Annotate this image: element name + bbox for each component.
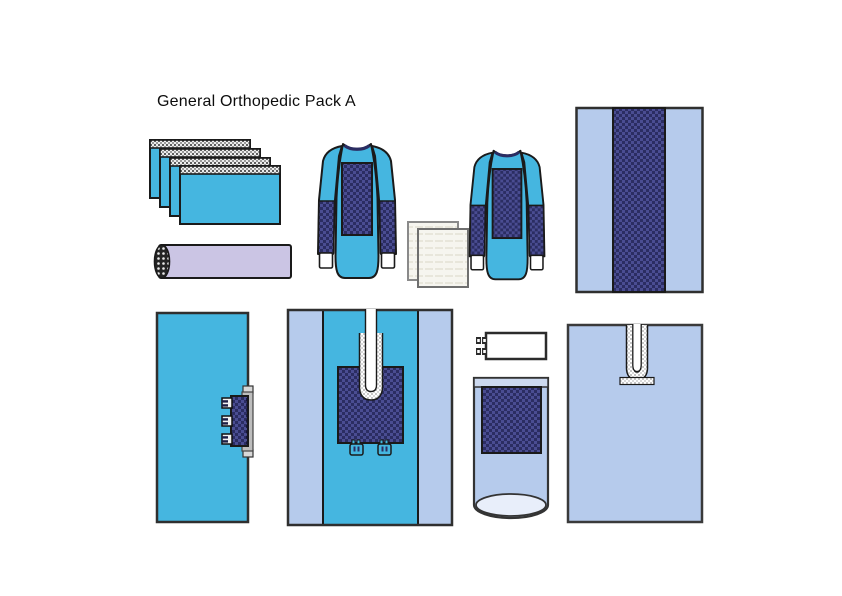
tape-clip	[476, 348, 487, 355]
hand-towel-sheet	[417, 228, 469, 288]
tape-crossbar	[619, 376, 655, 386]
tape-body	[484, 331, 548, 361]
gown-icon	[318, 144, 396, 278]
op-tape	[472, 328, 552, 364]
cover-open-end	[475, 493, 547, 517]
reinforcement-band	[612, 107, 666, 293]
tube-clip	[221, 433, 233, 445]
fenestration-tape	[627, 325, 647, 380]
reinforcement-pad	[481, 386, 542, 454]
surgical-gown-1	[311, 138, 403, 286]
tube-clip	[221, 415, 233, 427]
gown-icon	[470, 151, 545, 280]
page-title: General Orthopedic Pack A	[157, 93, 356, 110]
drape-side-panel	[418, 310, 452, 525]
tube-holder-drape	[154, 310, 264, 528]
fenestration-slit	[364, 309, 378, 393]
roll-body	[158, 244, 292, 279]
tube-clip	[221, 397, 233, 409]
drape-towel-stack	[146, 136, 286, 230]
paper-hand-towels	[404, 217, 480, 291]
reinforced-strip-drape	[574, 105, 706, 295]
mayo-stand-cover	[468, 372, 556, 524]
elastic-roll	[151, 241, 297, 283]
towel-sheet	[179, 165, 281, 225]
split-drape-reinforced	[285, 307, 455, 531]
tape-clip	[476, 337, 487, 344]
holder-pad	[230, 395, 249, 447]
tube-clip	[377, 439, 392, 456]
roll-end-cap	[153, 244, 171, 279]
fenestration-tape	[360, 333, 382, 400]
tube-clip	[349, 439, 364, 456]
surgical-gown-2	[462, 145, 552, 287]
fenestration-slit	[632, 324, 642, 373]
u-split-drape	[564, 320, 708, 528]
cover-top-cuff	[473, 377, 549, 388]
drape-side-panel	[288, 310, 323, 525]
